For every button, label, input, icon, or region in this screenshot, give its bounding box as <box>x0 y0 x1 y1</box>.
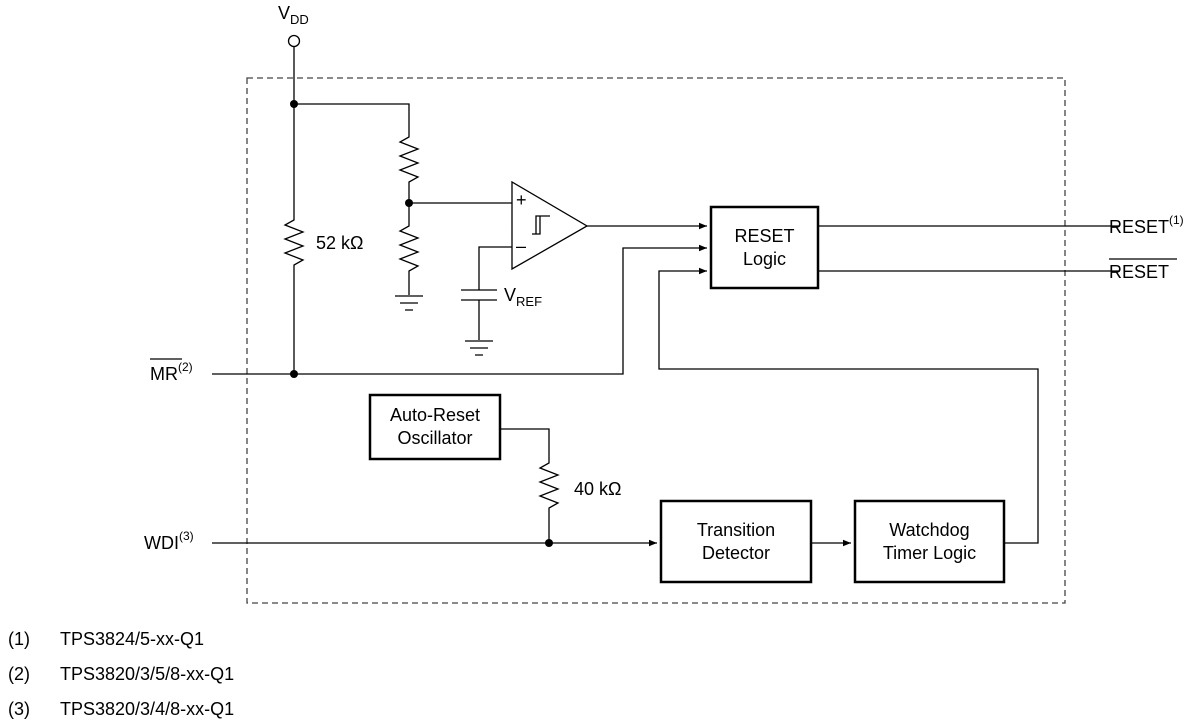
reset-n-output-label: RESET <box>1109 262 1169 282</box>
auto-reset-oscillator-block: Auto-Reset Oscillator <box>368 393 502 461</box>
svg-text:Watchdog: Watchdog <box>889 520 969 540</box>
footnote-number: (2) <box>8 664 30 684</box>
hysteresis-icon <box>532 215 550 235</box>
device-boundary <box>246 77 1066 604</box>
vref-label: VREF <box>504 285 542 309</box>
resistor-52k <box>283 217 305 268</box>
reset-output-label: RESET(1) <box>1109 213 1184 237</box>
footnote-text: TPS3820/3/5/8-xx-Q1 <box>60 664 235 684</box>
plus-sign: + <box>516 190 527 210</box>
resistor-divider-bottom <box>398 223 420 274</box>
ground-vref <box>465 340 493 356</box>
comparator <box>511 180 589 271</box>
resistor-40k-label: 40 kΩ <box>574 479 621 499</box>
vdd-label: VDD <box>278 3 309 27</box>
footnotes: (1) TPS3824/5-xx-Q1 (2) TPS3820/3/5/8-xx… <box>8 622 234 727</box>
junction-dot <box>290 100 298 108</box>
footnote-number: (3) <box>8 699 30 719</box>
resistor-divider-top <box>398 134 420 185</box>
ground-divider <box>395 295 423 311</box>
footnote-text: TPS3820/3/4/8-xx-Q1 <box>60 699 235 719</box>
transition-detector-block: Transition Detector <box>659 499 813 584</box>
svg-text:Logic: Logic <box>743 249 786 269</box>
watchdog-timer-logic-block: Watchdog Timer Logic <box>853 499 1006 584</box>
svg-text:Detector: Detector <box>702 543 770 563</box>
junction-dot <box>545 539 553 547</box>
wires <box>212 47 1120 547</box>
reset-logic-block: RESET Logic <box>709 205 820 290</box>
svg-text:RESET: RESET <box>734 226 794 246</box>
resistor-40k <box>538 460 560 511</box>
wdi-label: WDI(3) <box>144 529 194 553</box>
junction-dot <box>405 199 413 207</box>
vdd-terminal <box>287 34 301 48</box>
minus-sign: – <box>516 236 526 256</box>
svg-text:Timer Logic: Timer Logic <box>883 543 976 563</box>
footnote-3: (3) TPS3820/3/4/8-xx-Q1 <box>8 692 234 727</box>
footnote-text: TPS3824/5-xx-Q1 <box>60 629 205 649</box>
footnote-1: (1) TPS3824/5-xx-Q1 <box>8 622 234 657</box>
svg-text:Oscillator: Oscillator <box>397 428 472 448</box>
footnote-2: (2) TPS3820/3/5/8-xx-Q1 <box>8 657 234 692</box>
mr-label: MR(2) <box>150 360 193 384</box>
footnote-number: (1) <box>8 629 30 649</box>
vref-source <box>461 289 497 301</box>
svg-text:Transition: Transition <box>697 520 775 540</box>
resistor-52k-label: 52 kΩ <box>316 233 363 253</box>
junction-dot <box>290 370 298 378</box>
svg-text:Auto-Reset: Auto-Reset <box>390 405 480 425</box>
